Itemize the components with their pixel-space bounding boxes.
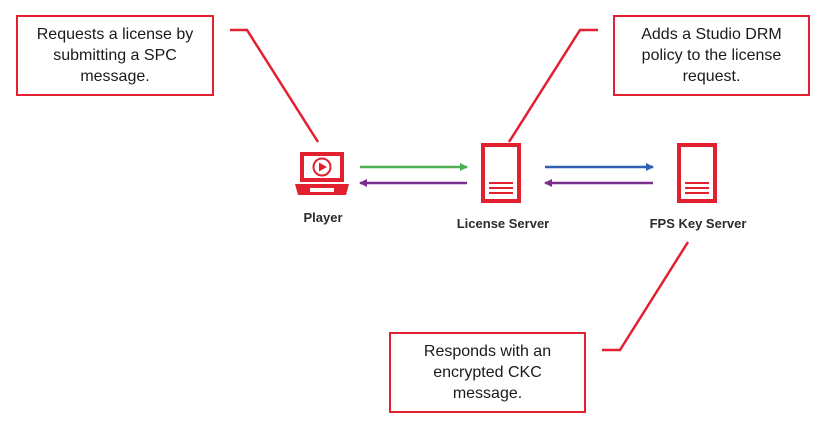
license-server-callout: Adds a Studio DRM policy to the license … [613, 15, 810, 96]
fps-key-server-label: FPS Key Server [649, 216, 747, 231]
player-callout-leader [230, 28, 320, 143]
fps-key-server-callout-text: Responds with an encrypted CKC message. [423, 343, 552, 402]
license-server-icon [481, 143, 521, 203]
fps-key-server-callout: Responds with an encrypted CKC message. [389, 332, 586, 413]
license-server-label: License Server [456, 216, 550, 231]
license-server-callout-text: Adds a Studio DRM policy to the license … [641, 26, 782, 85]
player-callout: Requests a license by submitting a SPC m… [16, 15, 214, 96]
player-label: Player [303, 210, 343, 225]
license-callout-leader [507, 28, 598, 143]
fps-callout-leader [602, 241, 690, 352]
player-callout-text: Requests a license by submitting a SPC m… [36, 26, 194, 85]
fps-server-icon [677, 143, 717, 203]
laptop-play-icon [295, 152, 349, 195]
